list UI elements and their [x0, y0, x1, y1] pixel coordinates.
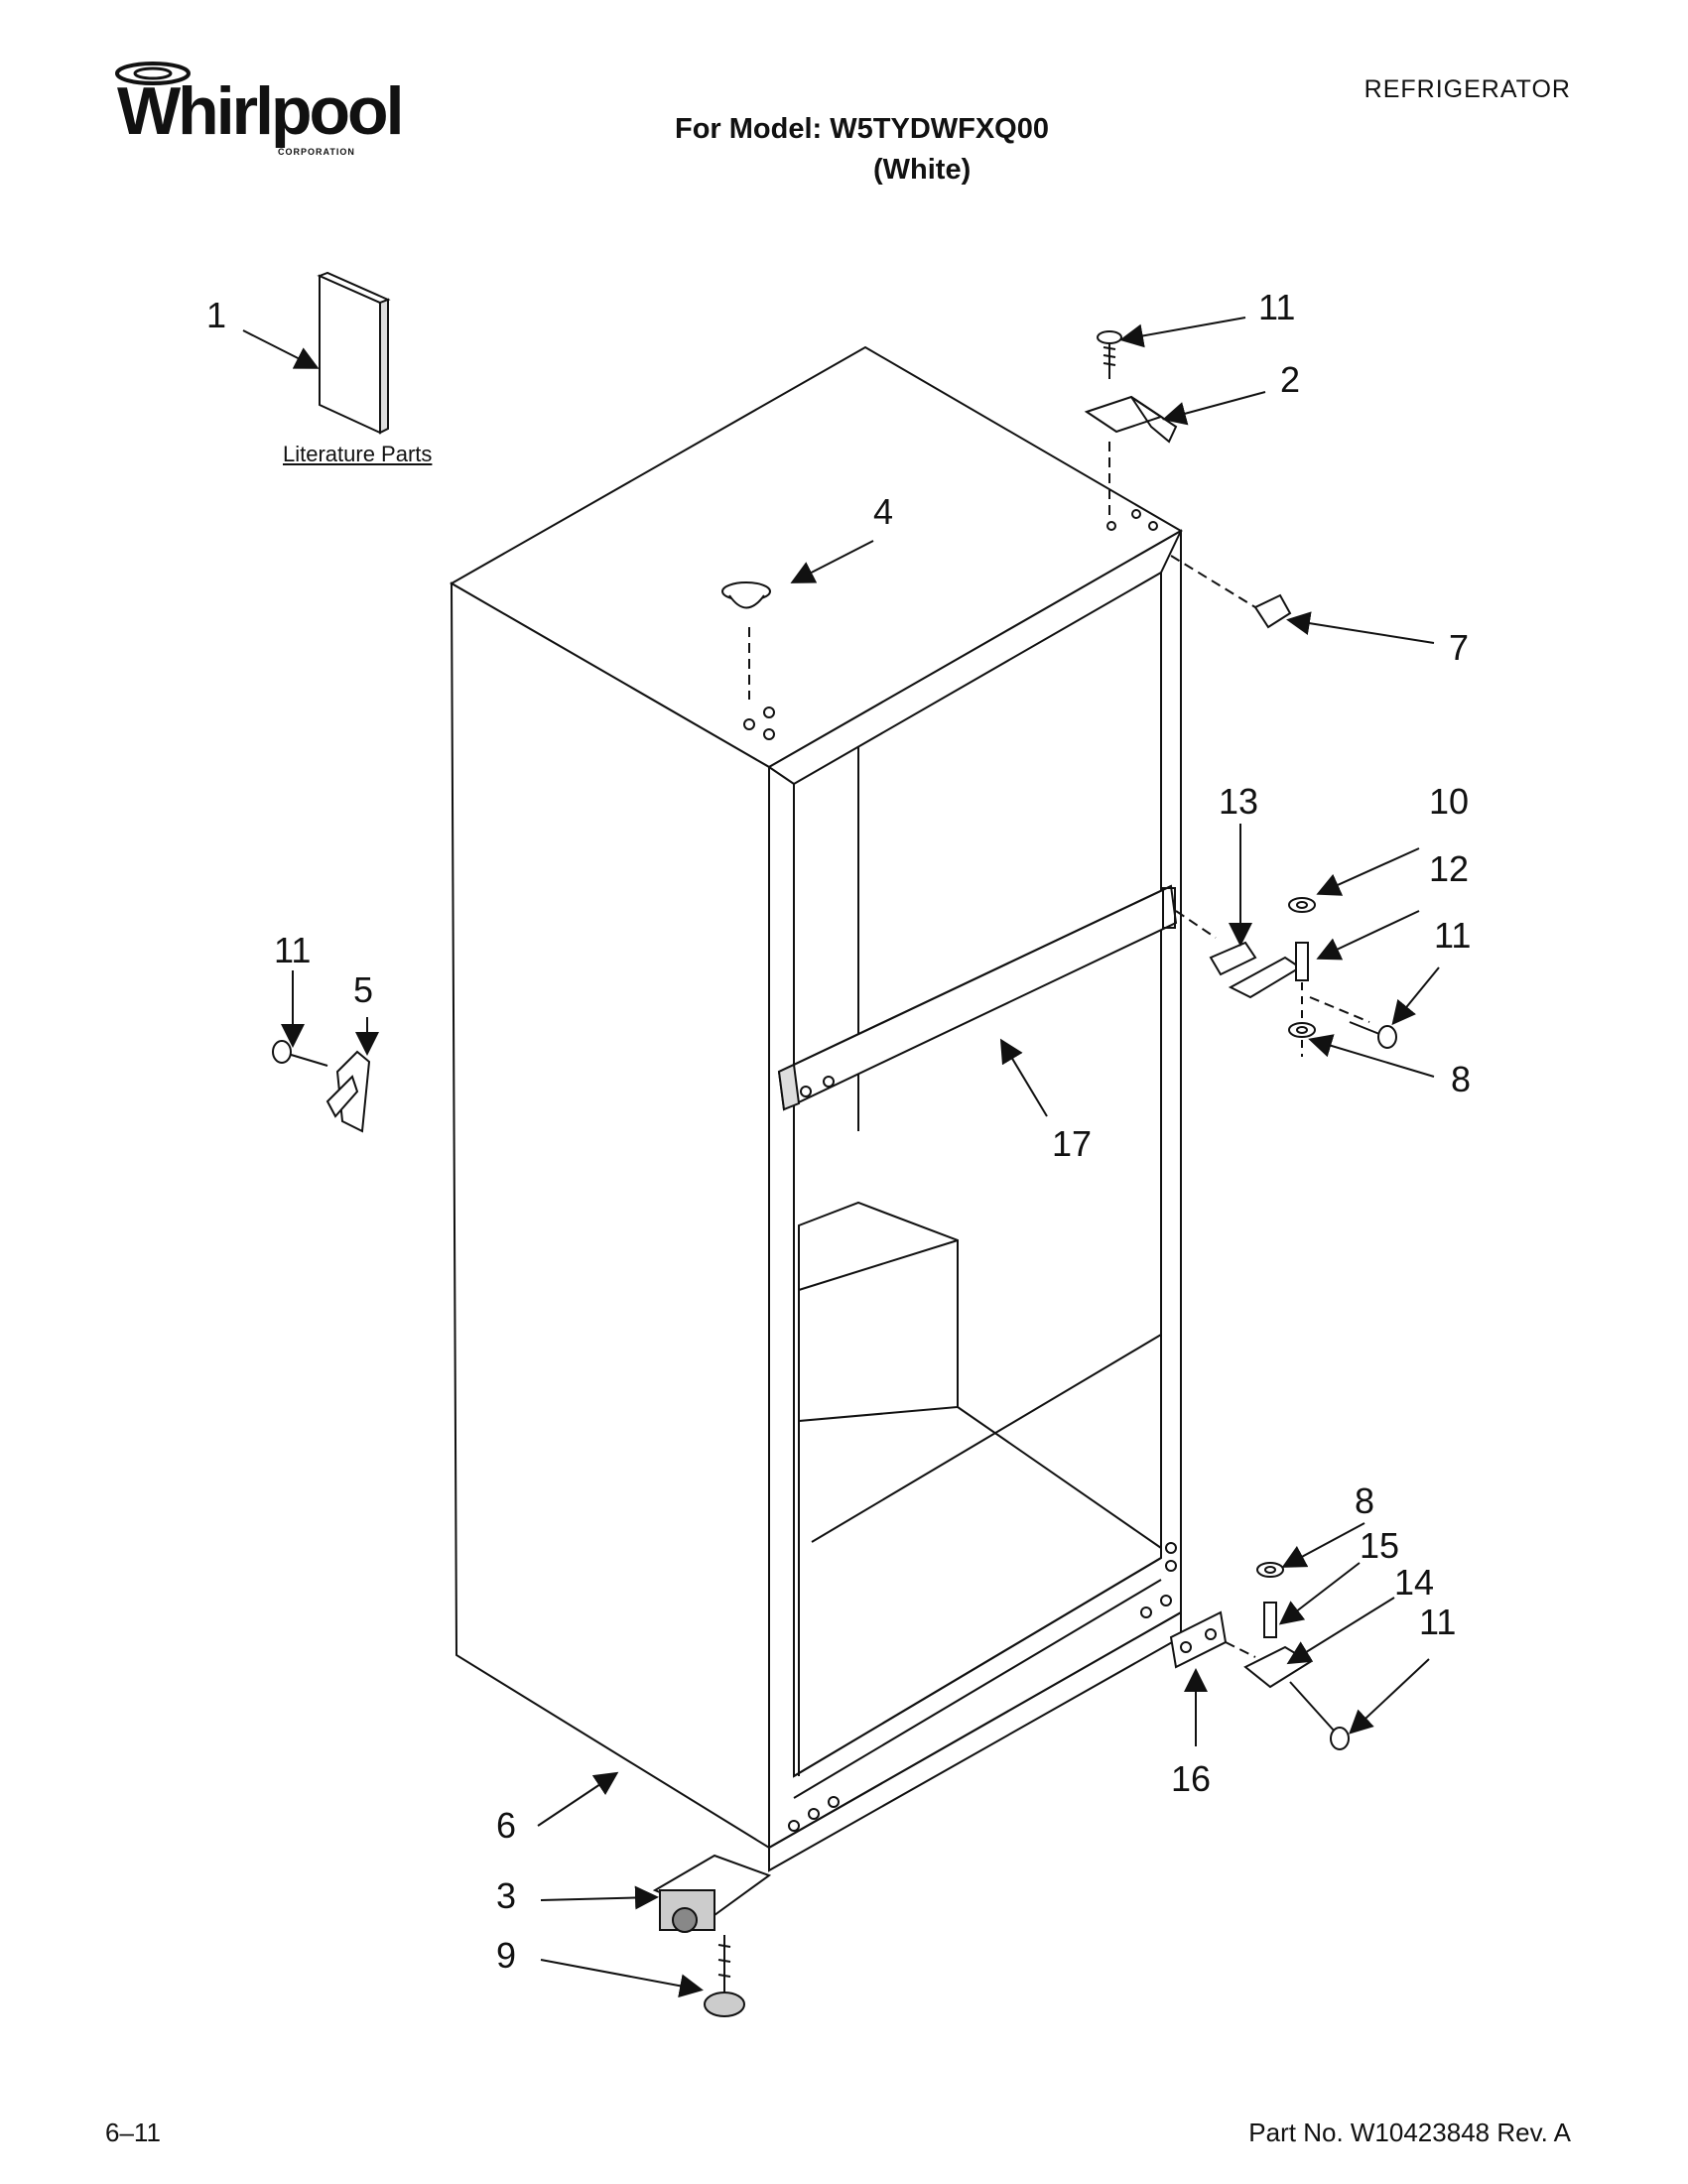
model-title: For Model: W5TYDWFXQ00: [675, 113, 1049, 145]
brand-sub: CORPORATION: [278, 147, 355, 157]
whirlpool-logo: Whirlpool CORPORATION: [109, 60, 404, 159]
callout-4: 4: [873, 491, 894, 532]
logo-swirl-icon: [115, 62, 191, 85]
literature-booklet: [317, 271, 391, 435]
callout-8-mid: 8: [1451, 1059, 1472, 1099]
product-category: REFRIGERATOR: [1363, 75, 1571, 103]
screw-mid: [1349, 1021, 1397, 1049]
callout-11-bottom: 11: [1419, 1602, 1457, 1642]
callout-13: 13: [1219, 781, 1259, 822]
callout-3: 3: [496, 1875, 517, 1916]
callout-10: 10: [1429, 781, 1470, 822]
callout-2: 2: [1280, 359, 1301, 400]
screw-top: [1097, 330, 1122, 379]
callout-7: 7: [1449, 627, 1470, 668]
center-rail: [777, 884, 1178, 1111]
callout-16: 16: [1171, 1758, 1212, 1799]
part-number: Part No. W10423848 Rev. A: [1248, 2118, 1571, 2147]
hinge-cover: [1253, 593, 1292, 629]
plug-button: [721, 581, 771, 609]
callout-12: 12: [1429, 848, 1470, 889]
callout-11-mid: 11: [1434, 915, 1472, 956]
date-code: 6–11: [105, 2118, 161, 2147]
callout-9: 9: [496, 1935, 517, 1976]
callout-14: 14: [1394, 1562, 1435, 1603]
bracket-left: [272, 1040, 371, 1133]
callout-1: 1: [206, 295, 227, 335]
callout-11-top: 11: [1258, 287, 1296, 327]
refrigerator-cabinet: [449, 345, 1183, 1872]
top-hinge: [1084, 395, 1178, 444]
literature-parts-label: Literature Parts: [283, 442, 433, 466]
brand-wordmark: Whirlpool: [117, 73, 404, 149]
callout-5: 5: [353, 969, 374, 1010]
callout-11-left: 11: [274, 930, 312, 970]
model-color: (White): [873, 154, 972, 186]
center-hinge: [1209, 897, 1316, 1038]
callout-8-bottom: 8: [1355, 1480, 1375, 1521]
callout-15: 15: [1360, 1525, 1400, 1566]
roller-assembly: [652, 1854, 772, 2017]
callout-17: 17: [1052, 1123, 1093, 1164]
callout-6: 6: [496, 1805, 517, 1846]
